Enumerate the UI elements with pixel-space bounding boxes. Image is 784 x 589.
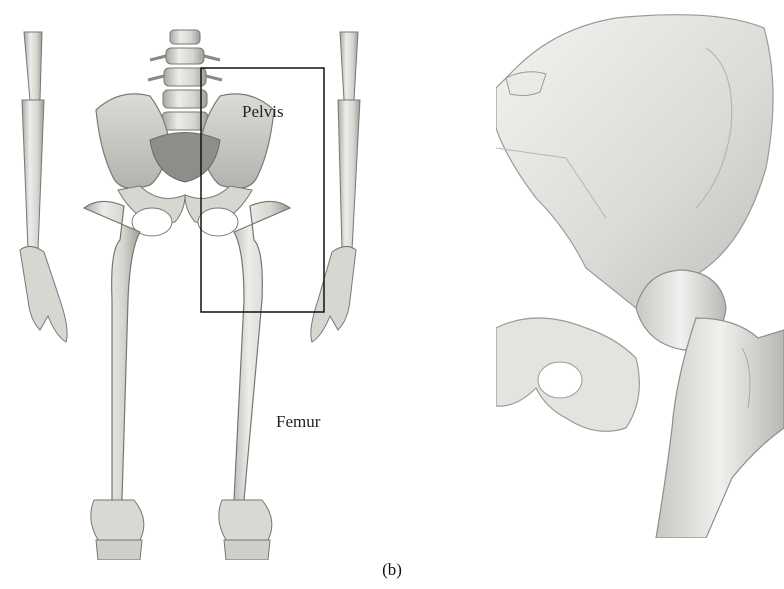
hip-joint-illustration [496, 8, 784, 538]
femur-label: Femur [276, 412, 320, 432]
figure-caption: (b) [0, 560, 784, 580]
femur-bones [84, 201, 290, 560]
pelvis-label: Pelvis [242, 102, 284, 122]
ilium [496, 15, 773, 308]
hip-joint-closeup [496, 8, 784, 538]
femoral-neck [656, 318, 784, 538]
skeleton-front-view: Pelvis Femur [0, 0, 384, 560]
skeleton-illustration [0, 0, 384, 560]
